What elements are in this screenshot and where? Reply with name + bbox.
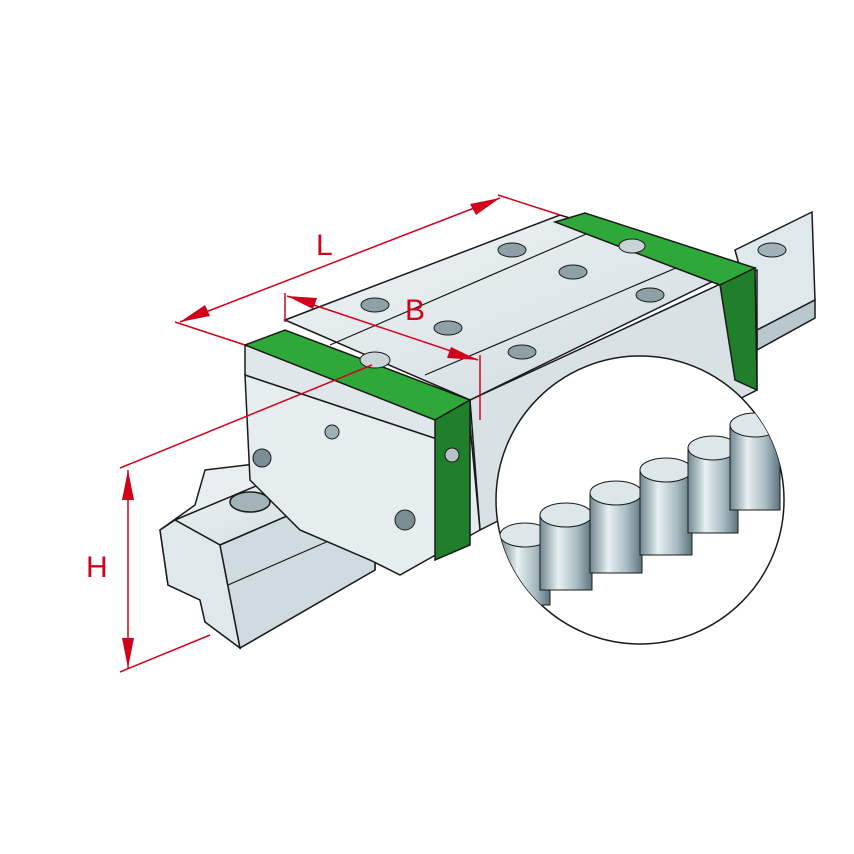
lubrication-nipple — [359, 351, 391, 369]
carriage-screw-holes — [360, 242, 665, 360]
cylindrical-rollers — [499, 412, 781, 606]
dimension-L-line — [179, 197, 501, 323]
roller-detail-magnifier — [495, 355, 785, 645]
lubrication-nipple — [618, 238, 646, 254]
dimension-H-label: H — [86, 551, 108, 584]
dimension-lines — [119, 194, 561, 673]
rail-mounting-hole — [229, 491, 271, 513]
dimension-L-label: L — [316, 229, 333, 262]
dimension-B-label: B — [405, 294, 425, 327]
dimension-B-line — [286, 295, 479, 361]
